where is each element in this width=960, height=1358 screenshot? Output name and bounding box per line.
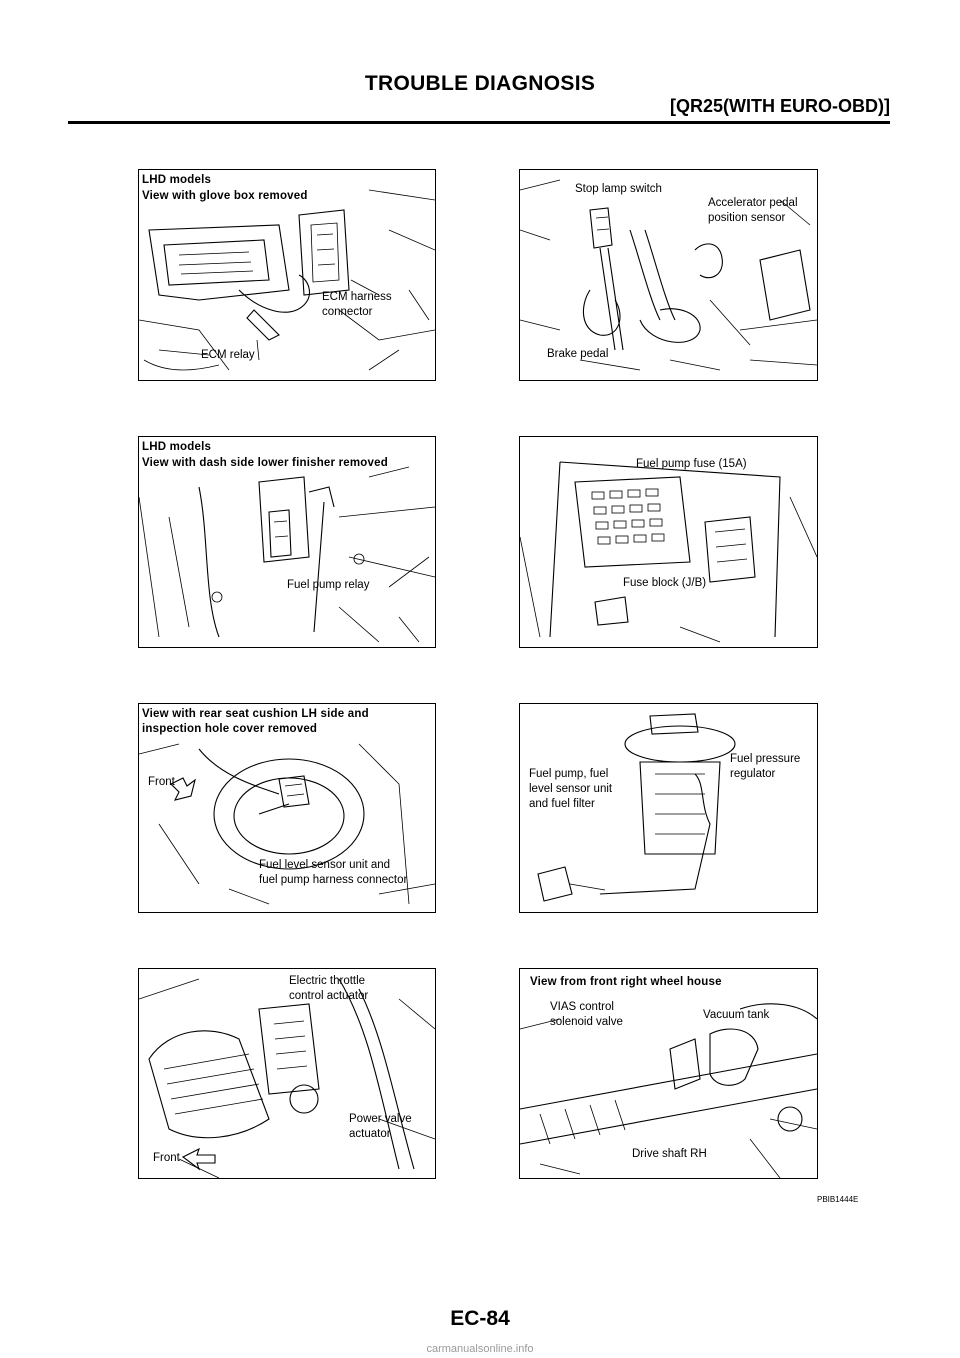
panel2-label-stop-lamp-switch: Stop lamp switch bbox=[575, 183, 662, 195]
figure-fuse-block: Fuel pump fuse (15A) Fuse block (J/B) bbox=[519, 436, 818, 648]
panel3-heading-2: View with dash side lower finisher remov… bbox=[142, 457, 388, 469]
figure-fuel-pump-unit: Fuel pressure regulator Fuel pump, fuel … bbox=[519, 703, 818, 913]
throttle-illustration bbox=[139, 978, 435, 1178]
panel7-label-electric-throttle: Electric throttle bbox=[289, 975, 366, 987]
page-subtitle: [QR25(WITH EURO-OBD)] bbox=[670, 96, 890, 116]
panel5-heading-1: View with rear seat cushion LH side and bbox=[142, 708, 369, 720]
pedal-illustration bbox=[520, 179, 817, 371]
panel6-label-fuel-pump-fuel: Fuel pump, fuel bbox=[529, 768, 609, 780]
panel2-label-position-sensor: position sensor bbox=[708, 212, 786, 224]
panel6-label-regulator: regulator bbox=[730, 768, 776, 780]
fuel-sensor-illustration bbox=[139, 743, 435, 905]
panel8-label-vias-control: VIAS control bbox=[550, 1001, 614, 1013]
figure-code: PBIB1444E bbox=[817, 1195, 859, 1204]
panel7-label-actuator: actuator bbox=[349, 1128, 391, 1140]
relay-illustration bbox=[139, 466, 435, 643]
panel6-label-level-sensor-unit: level sensor unit bbox=[529, 783, 613, 795]
panel8-label-vacuum-tank: Vacuum tank bbox=[703, 1009, 770, 1021]
panel6-label-fuel-pressure: Fuel pressure bbox=[730, 753, 801, 765]
panel5-heading-2: inspection hole cover removed bbox=[142, 723, 318, 735]
figure-vias-solenoid: View from front right wheel house VIAS c… bbox=[519, 968, 818, 1179]
panel1-heading-1: LHD models bbox=[142, 174, 212, 186]
panel3-label-fuel-pump-relay: Fuel pump relay bbox=[287, 579, 370, 591]
panel4-label-fuse-block: Fuse block (J/B) bbox=[623, 577, 707, 589]
figure-pedal-switches: Stop lamp switch Accelerator pedal posit… bbox=[519, 169, 818, 381]
header-rule bbox=[68, 121, 890, 124]
figure-throttle-actuator: Electric throttle control actuator Power… bbox=[138, 968, 436, 1179]
panel7-label-power-valve: Power valve bbox=[349, 1113, 412, 1125]
panel1-label-ecm-harness: ECM harness bbox=[322, 291, 392, 303]
panel1-label-ecm-relay: ECM relay bbox=[201, 349, 255, 361]
panel5-label-harness-connector: fuel pump harness connector bbox=[259, 874, 408, 886]
panel8-heading: View from front right wheel house bbox=[530, 976, 722, 988]
panel5-label-fuel-level-sensor: Fuel level sensor unit and bbox=[259, 859, 391, 871]
panel2-label-brake-pedal: Brake pedal bbox=[547, 348, 609, 360]
panel7-label-control-actuator: control actuator bbox=[289, 990, 369, 1002]
figure-fuel-pump-relay: LHD models View with dash side lower fin… bbox=[138, 436, 436, 648]
panel3-heading-1: LHD models bbox=[142, 441, 212, 453]
vias-illustration bbox=[520, 1003, 817, 1178]
panel2-label-accel-pedal: Accelerator pedal bbox=[708, 197, 798, 209]
panel8-label-solenoid-valve: solenoid valve bbox=[550, 1016, 623, 1028]
panel4-label-fuel-pump-fuse: Fuel pump fuse (15A) bbox=[636, 458, 747, 470]
ecm-illustration bbox=[139, 189, 435, 371]
panel5-label-front: Front bbox=[148, 776, 175, 788]
figure-fuel-level-sensor: View with rear seat cushion LH side and … bbox=[138, 703, 436, 913]
fuel-pump-unit-illustration bbox=[537, 713, 736, 902]
panel7-label-front: Front bbox=[153, 1152, 180, 1164]
panel8-label-drive-shaft: Drive shaft RH bbox=[632, 1148, 707, 1160]
fuse-block-illustration bbox=[520, 461, 817, 643]
page-number: EC-84 bbox=[450, 1307, 510, 1330]
page-title: TROUBLE DIAGNOSIS bbox=[364, 72, 596, 95]
watermark: carmanualsonline.info bbox=[426, 1343, 534, 1355]
panel6-label-fuel-filter: and fuel filter bbox=[529, 798, 595, 810]
figure-ecm-location: LHD models View with glove box removed E… bbox=[138, 169, 436, 381]
panel1-label-connector: connector bbox=[322, 306, 373, 318]
panel1-heading-2: View with glove box removed bbox=[142, 190, 308, 202]
